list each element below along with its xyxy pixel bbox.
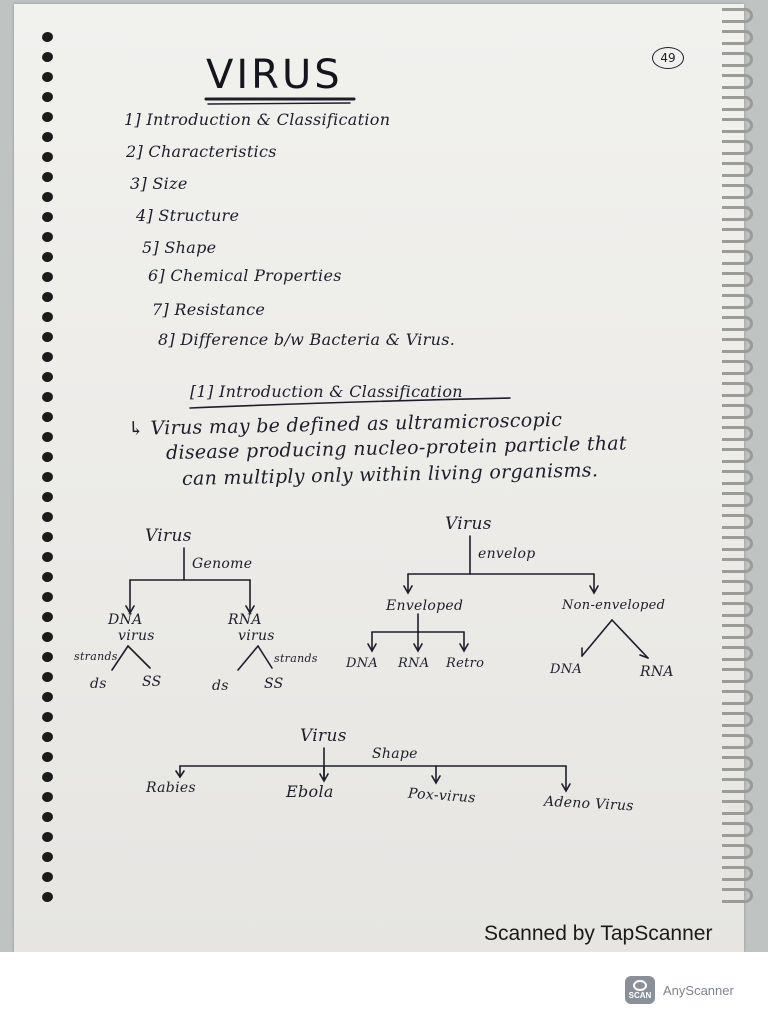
- contents-item: 3] Size: [130, 174, 188, 193]
- app-name: AnyScanner: [663, 982, 734, 998]
- tree-node: virus: [238, 628, 275, 644]
- contents-item: 8] Difference b/w Bacteria & Virus.: [158, 330, 456, 349]
- notebook-page: [14, 4, 744, 952]
- tree-branch-label: Genome: [192, 556, 253, 572]
- contents-item: 6] Chemical Properties: [148, 266, 342, 285]
- tree-leaf: Rabies: [146, 780, 196, 796]
- section-heading: [1] Introduction & Classification: [190, 382, 463, 401]
- tree-leaf: ds: [212, 678, 229, 694]
- tree-leaf: SS: [142, 674, 162, 690]
- tree-leaf: Ebola: [286, 782, 334, 801]
- scanned-image: VIRUS 49 1] Introduction & Classificatio…: [0, 0, 768, 952]
- tree-root: Virus: [145, 526, 192, 546]
- tree-leaf: ds: [90, 676, 107, 692]
- tree-root: Virus: [300, 726, 347, 746]
- tree-node: Enveloped: [386, 598, 464, 614]
- tree-leaf: DNA: [550, 662, 583, 677]
- scan-logo-text: SCAN: [628, 991, 652, 1000]
- tree-node: DNA: [108, 612, 143, 628]
- page-number: 49: [652, 47, 684, 69]
- scanner-watermark: Scanned by TapScanner: [484, 922, 713, 945]
- page-title: VIRUS: [206, 52, 343, 98]
- tree-leaf: Retro: [446, 656, 485, 671]
- handwritten-strokes: [111, 97, 649, 793]
- contents-item: 7] Resistance: [152, 300, 266, 319]
- contents-item: 4] Structure: [136, 206, 240, 225]
- contents-item: 2] Characteristics: [126, 142, 277, 161]
- app-branding: SCAN AnyScanner: [625, 976, 734, 1004]
- tree-leaf: SS: [264, 676, 284, 692]
- tree-root: Virus: [445, 514, 492, 534]
- scan-logo-icon: SCAN: [625, 976, 655, 1004]
- tree-branch-label: Shape: [372, 746, 418, 762]
- tree-branch-label: strands: [74, 650, 118, 663]
- tree-node: virus: [118, 628, 155, 644]
- tree-node: RNA: [228, 612, 262, 628]
- tree-leaf: RNA: [398, 656, 430, 671]
- tree-leaf: RNA: [640, 664, 674, 680]
- tree-branch-label: strands: [274, 652, 318, 665]
- tree-leaf: DNA: [346, 656, 379, 671]
- tree-branch-label: envelop: [478, 546, 536, 562]
- tree-node: Non-enveloped: [562, 598, 666, 613]
- contents-item: 1] Introduction & Classification: [124, 110, 391, 129]
- contents-item: 5] Shape: [142, 238, 217, 257]
